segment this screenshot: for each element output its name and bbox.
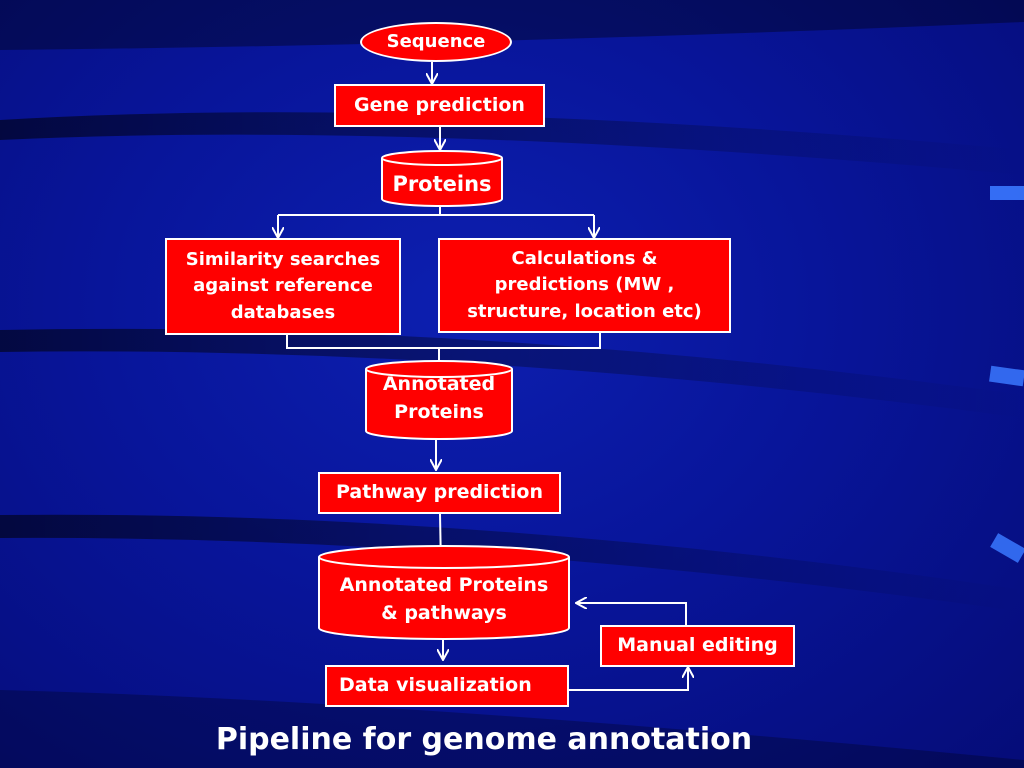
node-similarity-searches-label: Similarity searches against reference da…	[185, 249, 381, 323]
node-proteins-label: Proteins	[392, 172, 492, 197]
node-sequence-label: Sequence	[386, 30, 486, 52]
node-calculations-label: Calculations & predictions (MW , structu…	[467, 248, 702, 322]
annotated-pathways-cylinder-shape	[318, 545, 570, 640]
proteins-cylinder-shape	[381, 150, 503, 207]
node-calculations: Calculations & predictions (MW , structu…	[438, 238, 731, 333]
node-annotated-proteins-pathways: Annotated Proteins & pathways	[318, 545, 570, 640]
edge-accent	[990, 186, 1024, 200]
background-streak	[0, 0, 1024, 50]
node-annotated-proteins-pathways-label: Annotated Proteins & pathways	[339, 573, 549, 624]
edge-accent	[990, 533, 1024, 563]
node-similarity-searches: Similarity searches against reference da…	[165, 238, 401, 335]
edge-accent	[989, 365, 1024, 387]
node-gene-prediction-label: Gene prediction	[354, 93, 525, 116]
node-annotated-proteins-label: Annotated Proteins	[382, 373, 496, 423]
background-streak	[0, 690, 1024, 768]
node-proteins: Proteins	[381, 150, 503, 207]
node-manual-editing: Manual editing	[600, 625, 795, 667]
node-gene-prediction: Gene prediction	[334, 84, 545, 127]
background-streak	[0, 328, 1024, 418]
node-manual-editing-label: Manual editing	[617, 634, 778, 657]
annotated-proteins-cylinder-shape	[365, 360, 513, 440]
node-sequence: Sequence	[360, 22, 512, 62]
edge-manual-editing-to-annotated-pathways	[576, 603, 687, 625]
background-streak	[0, 112, 1024, 175]
node-data-visualization: Data visualization	[325, 665, 569, 707]
node-pathway-prediction: Pathway prediction	[318, 472, 561, 514]
node-annotated-proteins: Annotated Proteins	[365, 360, 513, 440]
background-streak	[0, 514, 1024, 612]
diagram-caption: Pipeline for genome annotation	[215, 722, 753, 757]
node-data-visualization-label: Data visualization	[339, 674, 532, 697]
node-pathway-prediction-label: Pathway prediction	[335, 481, 544, 504]
edge-similarity-merge	[286, 333, 601, 349]
edge-visualization-to-manual-editing	[568, 667, 688, 691]
